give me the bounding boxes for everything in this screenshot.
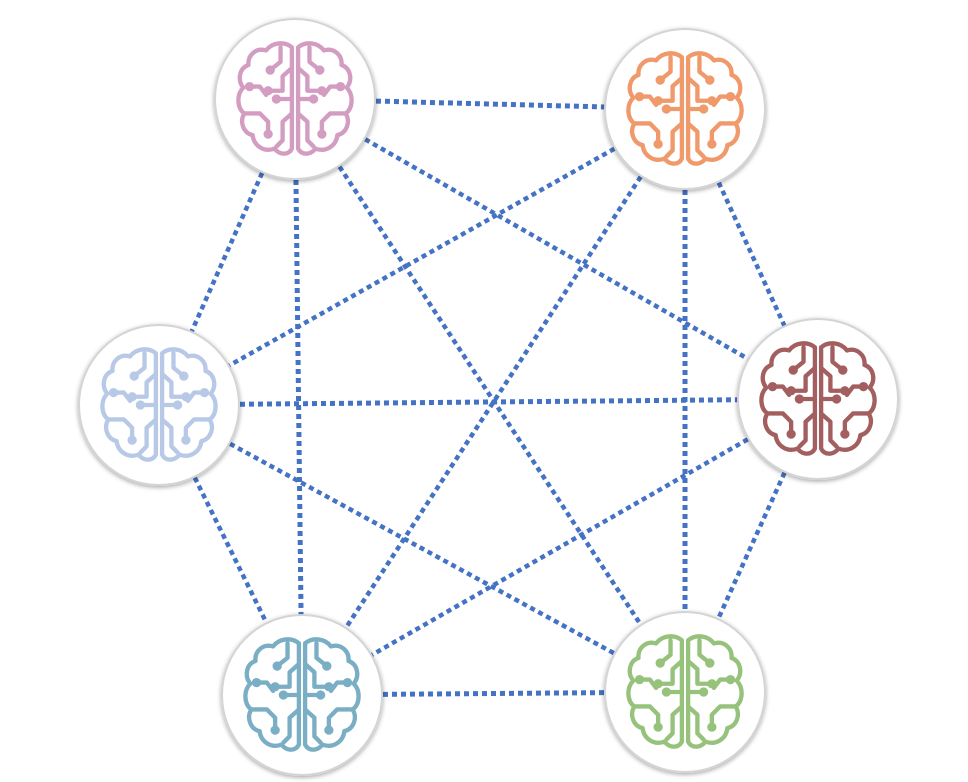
node-middle-left [78,324,240,486]
node-top-right [604,28,766,190]
edge-top-right-to-middle-left [157,107,687,407]
edge-middle-right-to-bottom-left [300,397,820,697]
node-top-left [214,18,376,180]
edge-middle-left-to-middle-right [158,396,819,408]
brain-nodes [78,18,899,776]
edge-top-left-to-bottom-right [293,97,687,694]
node-bottom-right [604,611,766,773]
node-bottom-left [221,614,383,776]
node-middle-right [737,318,899,480]
edge-top-left-to-bottom-left [292,98,305,696]
edge-top-left-to-middle-right [293,97,820,401]
connections [156,96,821,698]
edge-middle-left-to-bottom-right [157,403,687,694]
